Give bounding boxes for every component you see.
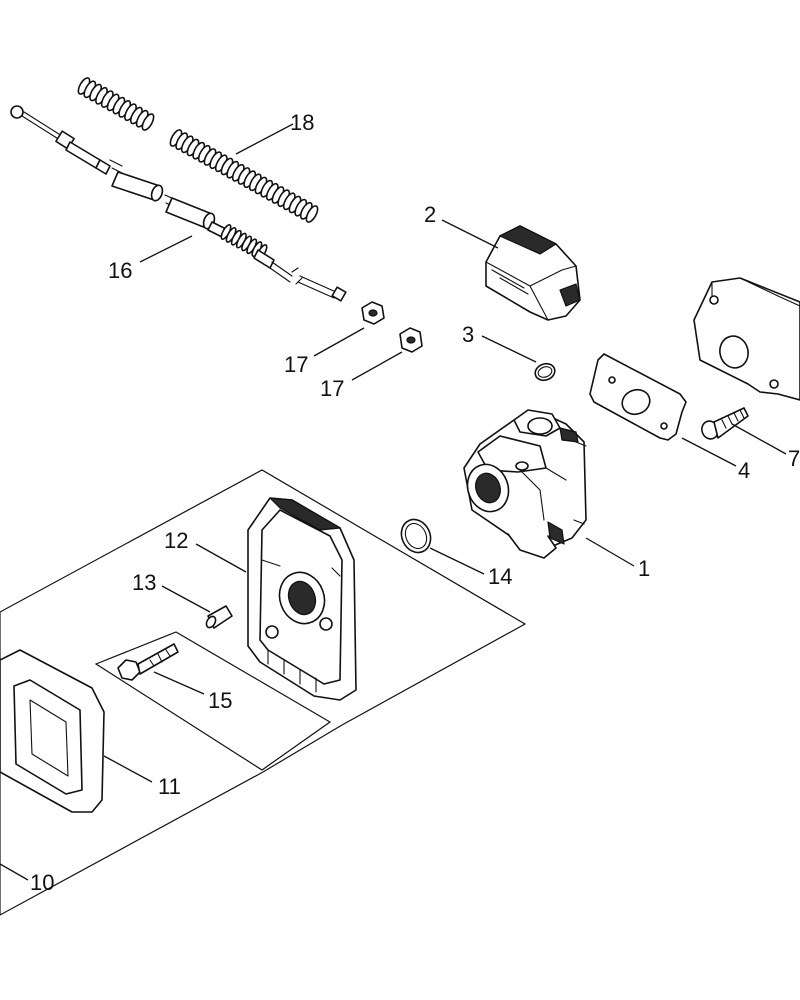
carburetor-cover-part: [485, 225, 581, 321]
leader-lines: [0, 123, 787, 881]
leader-13: [161, 585, 211, 613]
leader-17a: [313, 327, 365, 357]
callout-13: 13: [132, 570, 156, 595]
leader-11: [103, 755, 153, 783]
air-filter-assembly-frame: [0, 469, 527, 916]
callout-labels: 18 16 2 3 17 17 4 7 1 14 12 13 15 11 10: [30, 110, 800, 895]
leader-2: [441, 219, 499, 249]
spring-part: [77, 77, 319, 223]
throttle-cable-part: [10, 105, 347, 302]
callout-7: 7: [788, 446, 800, 471]
pin-part: [205, 605, 233, 629]
leader-18: [235, 123, 294, 155]
callout-3: 3: [462, 322, 474, 347]
leader-17b: [351, 351, 403, 381]
nut-part-b: [399, 327, 423, 353]
insulator-block-part: [693, 277, 800, 401]
leader-10: [0, 863, 29, 881]
callout-2: 2: [424, 202, 436, 227]
leader-16: [139, 235, 193, 263]
gasket-part: [589, 353, 687, 441]
callout-12: 12: [164, 528, 188, 553]
callout-1: 1: [638, 556, 650, 581]
leader-14: [429, 547, 485, 575]
foam-filter-part: [0, 649, 105, 813]
callout-14: 14: [488, 564, 512, 589]
leader-15: [153, 671, 205, 695]
leader-3: [481, 335, 537, 363]
leader-12: [195, 543, 247, 573]
o-ring-part: [400, 518, 432, 554]
nut-part-a: [361, 301, 385, 325]
carburetor-part: [463, 409, 587, 559]
air-filter-base-part: [247, 497, 357, 701]
leader-1: [585, 537, 635, 567]
spring-coil-long-turn: [305, 205, 319, 223]
bolt-part: [117, 643, 179, 681]
o-ring-small-part: [534, 362, 556, 382]
callout-11: 11: [158, 774, 181, 799]
callout-17b: 17: [320, 376, 344, 401]
leader-4: [681, 437, 737, 467]
callout-16: 16: [108, 258, 132, 283]
bolt-assembly-frame: [94, 631, 332, 771]
callout-15: 15: [208, 688, 232, 713]
callout-10: 10: [30, 870, 54, 895]
callout-18: 18: [290, 110, 314, 135]
screw-part: [701, 407, 749, 440]
leader-7: [731, 423, 787, 455]
callout-17a: 17: [284, 352, 308, 377]
callout-4: 4: [738, 458, 750, 483]
spring-coil-turn: [141, 113, 155, 131]
